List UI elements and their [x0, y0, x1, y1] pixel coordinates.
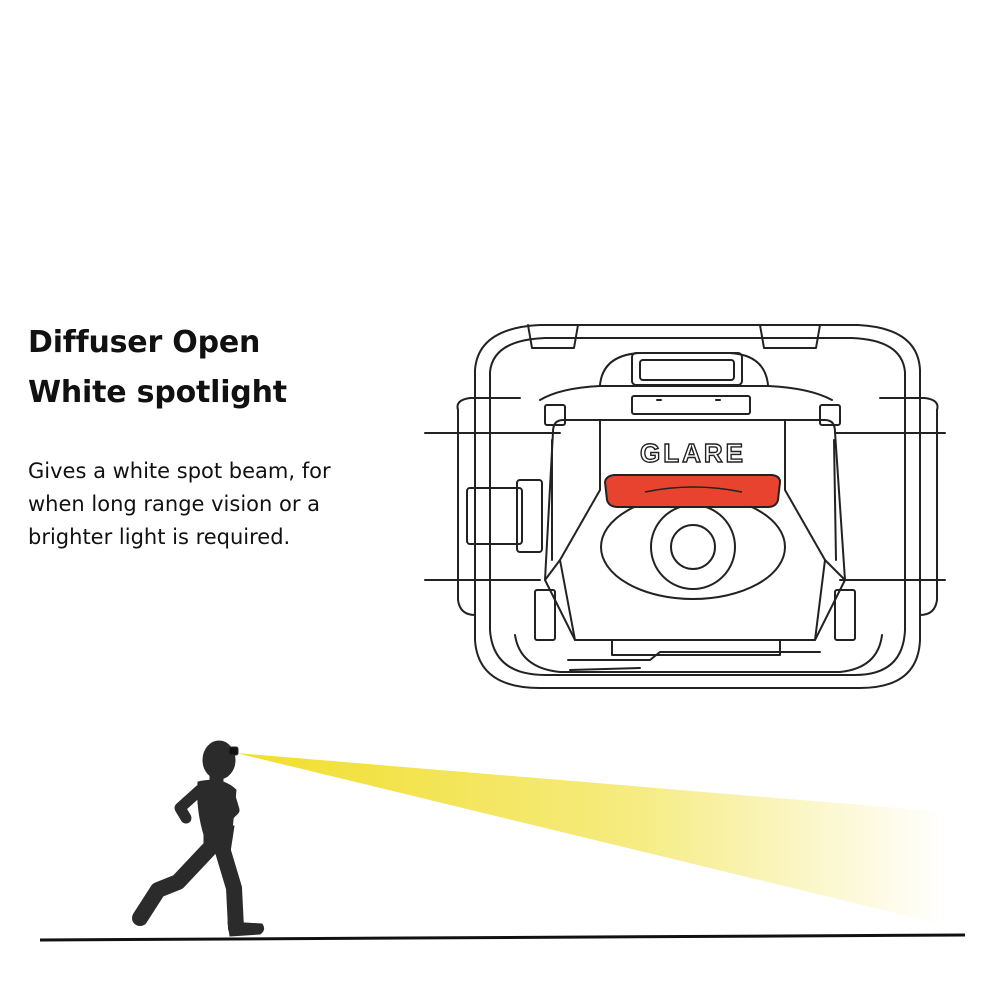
description-line-2: when long range vision or a — [28, 492, 321, 516]
front-body — [544, 419, 846, 671]
red-accent-band — [603, 474, 782, 508]
accent-band-detail — [644, 486, 743, 493]
side-tabs — [534, 404, 856, 641]
side-knob — [466, 479, 543, 553]
outer-shell — [456, 324, 939, 689]
description-line-1: Gives a white spot beam, for — [28, 459, 331, 483]
top-button — [539, 352, 833, 415]
title-line-1: Diffuser Open — [28, 325, 261, 360]
brand-logo: GLARE — [640, 438, 746, 468]
description: Gives a white spot beam, for when long r… — [28, 455, 388, 554]
title-line-2: White spotlight — [28, 375, 287, 410]
strap-lines — [424, 432, 946, 581]
title: Diffuser Open White spotlight — [28, 318, 287, 418]
description-line-3: brighter light is required. — [28, 525, 291, 549]
light-beam — [236, 753, 945, 925]
runner-silhouette — [132, 740, 265, 937]
ground-line — [39, 933, 966, 942]
